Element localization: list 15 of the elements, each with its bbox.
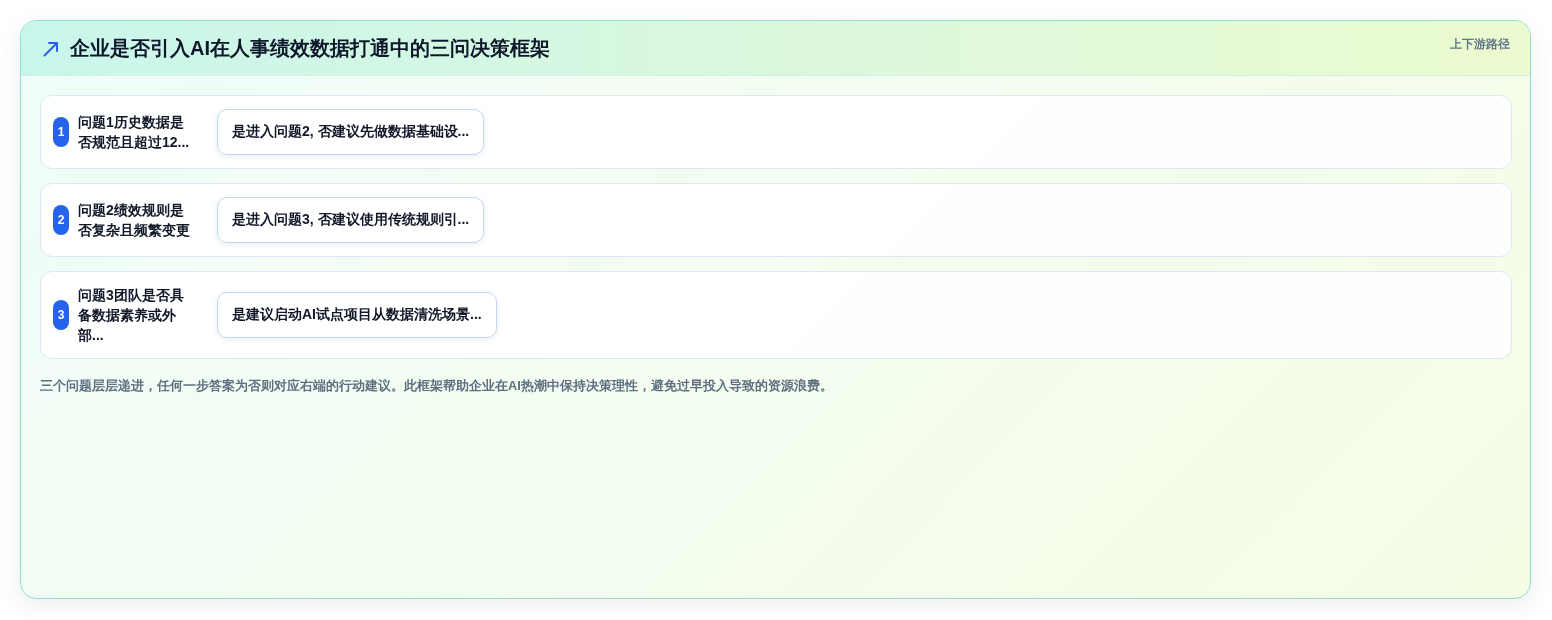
step-number-badge: 2 [53, 205, 69, 235]
question-text: 问题2绩效规则是否复杂且频繁变更 [78, 201, 191, 240]
answer-card: 是进入问题2, 否建议先做数据基础设... [217, 109, 485, 155]
answer-card: 是建议启动AI试点项目从数据清洗场景... [217, 292, 497, 338]
header-note: 上下游路径 [1450, 36, 1510, 52]
question-row-card [40, 183, 1512, 257]
title-text: 企业是否引入AI在人事绩效数据打通中的三问决策框架 [70, 36, 550, 61]
caption-text: 三个问题层层递进，任何一步答案为否则对应右端的行动建议。此框架帮助企业在AI热潮中保持决策理性，避免过早投入导致的资源浪费。 [40, 377, 833, 395]
question-row-card [40, 271, 1512, 359]
answer-card: 是进入问题3, 否建议使用传统规则引... [217, 197, 485, 243]
question-text: 问题3团队是否具备数据素养或外部... [78, 286, 185, 345]
question-text: 问题1历史数据是否规范且超过12... [78, 113, 191, 152]
step-number-badge: 1 [53, 117, 69, 147]
step-number-badge: 3 [53, 300, 69, 330]
question-row-card [40, 95, 1512, 169]
